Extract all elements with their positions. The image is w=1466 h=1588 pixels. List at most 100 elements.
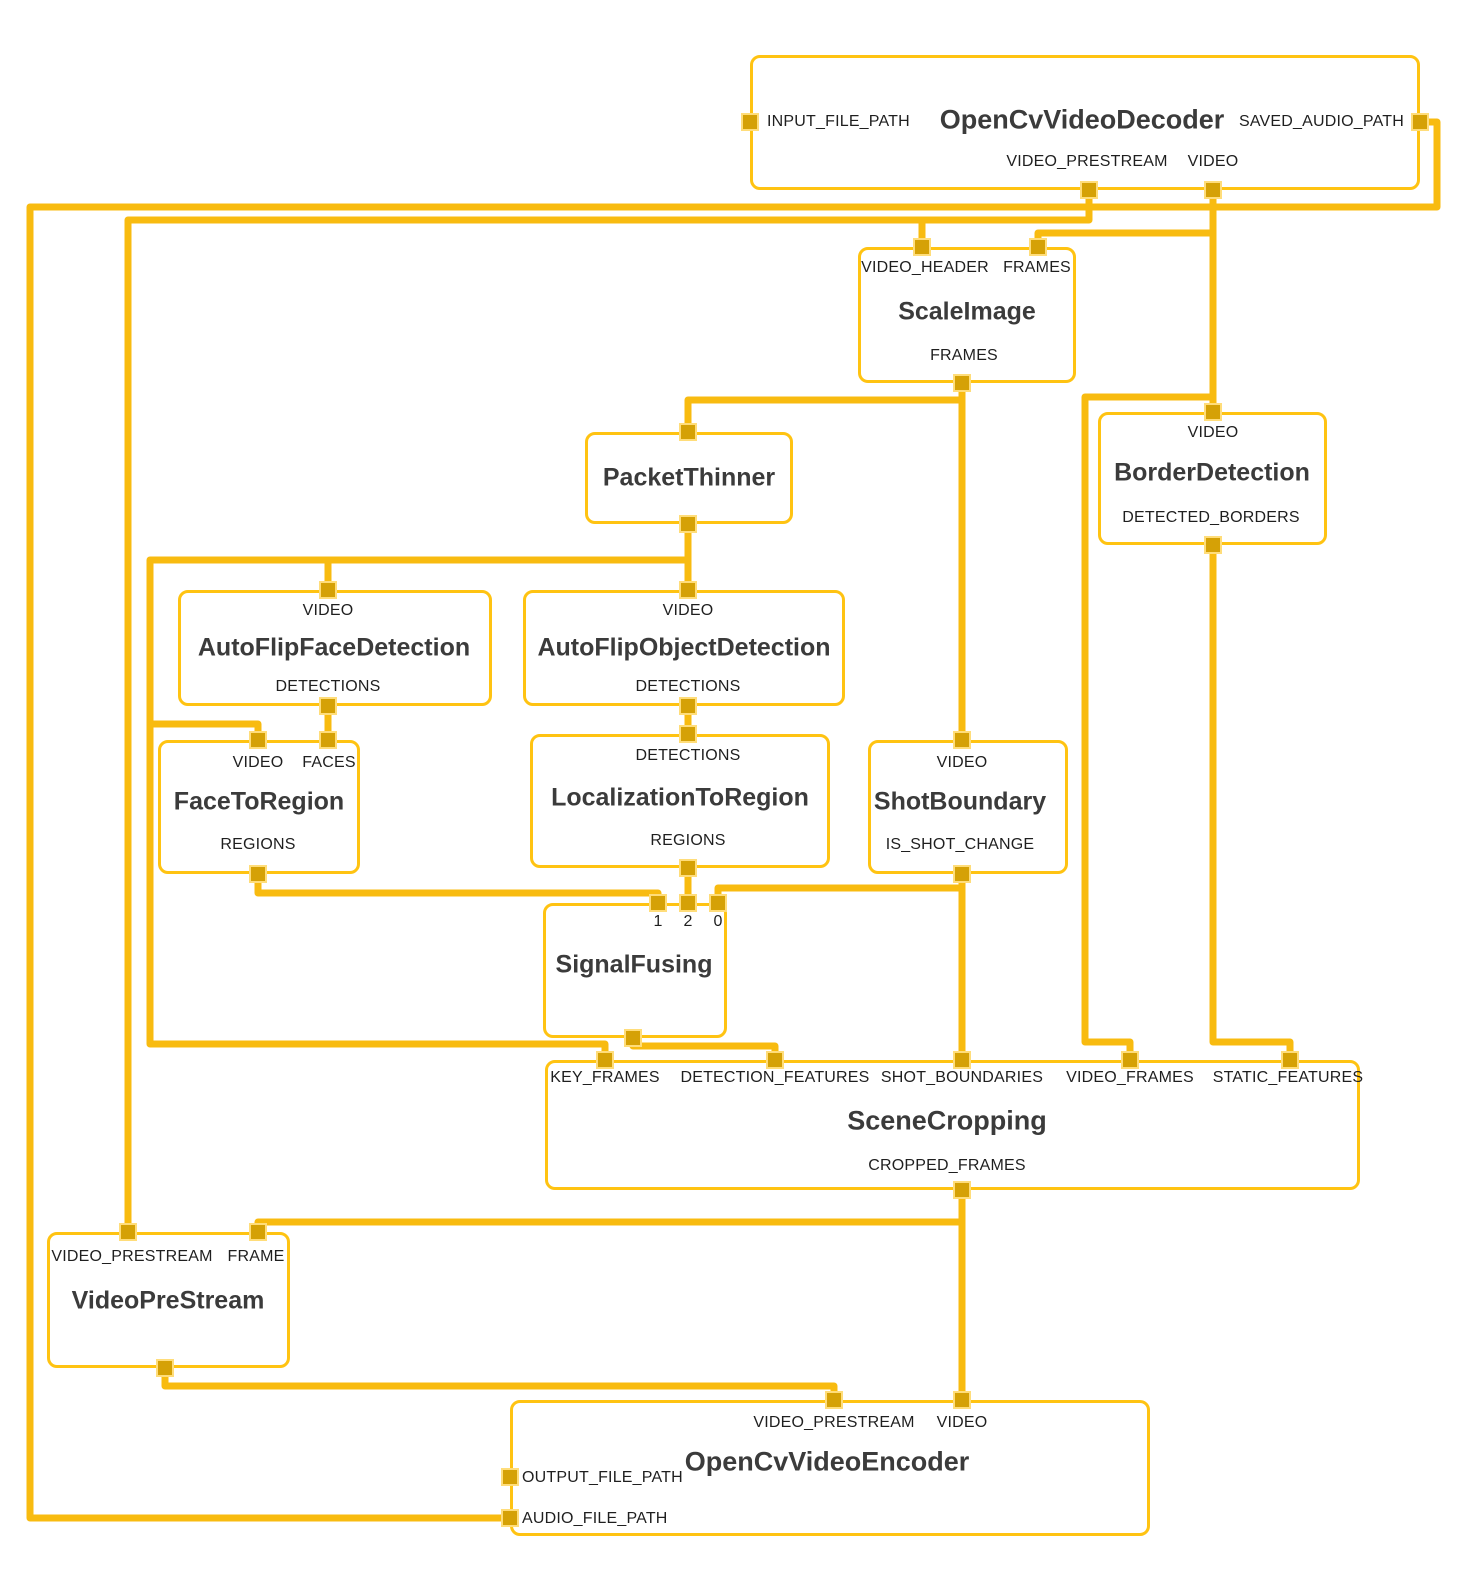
localization-to-region-title: LocalizationToRegion (551, 783, 809, 812)
edge-shot-change-to-fusing (714, 884, 962, 903)
port-object-detection-detections[interactable] (679, 697, 697, 715)
object-detection-title: AutoFlipObjectDetection (537, 633, 831, 662)
port-scale-image-frames-in[interactable] (1029, 238, 1047, 256)
port-decoder-input-file-path[interactable] (741, 113, 759, 131)
port-scene-cropping-static-features[interactable] (1281, 1051, 1299, 1069)
edge-face-regions (254, 874, 662, 903)
video-pre-stream-frame-label: FRAME (227, 1248, 285, 1265)
decoder-video-label: VIDEO (1187, 153, 1239, 170)
edge-frames-to-packet-thinner (684, 396, 962, 432)
signal-fusing-title: SignalFusing (555, 950, 713, 979)
shot-boundary-title: ShotBoundary (873, 787, 1047, 816)
node-packet-thinner[interactable] (585, 432, 793, 524)
scene-cropping-detection-features-label: DETECTION_FEATURES (680, 1069, 870, 1086)
face-detection-detections-label: DETECTIONS (275, 678, 381, 695)
signal-fusing-0-label: 0 (713, 913, 723, 930)
node-scene-cropping[interactable] (545, 1060, 1360, 1190)
border-detection-title: BorderDetection (1114, 458, 1310, 487)
object-detection-detections-label: DETECTIONS (635, 678, 741, 695)
localization-to-region-regions-label: REGIONS (650, 832, 726, 849)
port-scene-cropping-detection-features[interactable] (766, 1051, 784, 1069)
port-decoder-video-prestream[interactable] (1080, 181, 1098, 199)
port-face-to-region-regions[interactable] (249, 865, 267, 883)
edge-video-raw-to-video-frames (1081, 393, 1213, 1060)
port-shot-boundary-video[interactable] (953, 731, 971, 749)
face-detection-title: AutoFlipFaceDetection (197, 633, 471, 662)
scene-cropping-title: SceneCropping (847, 1105, 1047, 1136)
face-to-region-title: FaceToRegion (173, 787, 345, 816)
node-scale-image[interactable] (858, 247, 1076, 383)
edge-saved-audio-path (26, 118, 1441, 1522)
port-scale-image-frames-out[interactable] (953, 374, 971, 392)
face-to-region-regions-label: REGIONS (220, 836, 296, 853)
video-pre-stream-video-prestream-label: VIDEO_PRESTREAM (51, 1248, 213, 1265)
port-signal-fusing-1[interactable] (649, 894, 667, 912)
port-face-to-region-video[interactable] (249, 731, 267, 749)
encoder-title: OpenCvVideoEncoder (684, 1446, 970, 1477)
port-packet-thinner-in[interactable] (679, 423, 697, 441)
edge-salient-regions (629, 1038, 779, 1060)
port-border-detection-video[interactable] (1204, 403, 1222, 421)
decoder-title: OpenCvVideoDecoder (939, 104, 1225, 135)
port-face-to-region-faces[interactable] (319, 731, 337, 749)
node-shot-boundary[interactable] (868, 740, 1068, 874)
port-face-detection-video[interactable] (319, 581, 337, 599)
scene-cropping-shot-boundaries-label: SHOT_BOUNDARIES (880, 1069, 1044, 1086)
port-video-pre-stream-frame[interactable] (249, 1223, 267, 1241)
border-detection-video-label: VIDEO (1187, 424, 1239, 441)
port-signal-fusing-2[interactable] (679, 894, 697, 912)
edge-video-prestream (124, 190, 1093, 1232)
node-localization-to-region[interactable] (530, 734, 830, 868)
port-signal-fusing-out[interactable] (624, 1029, 642, 1047)
video-pre-stream-title: VideoPreStream (71, 1286, 265, 1315)
border-detection-detected-borders-label: DETECTED_BORDERS (1122, 509, 1300, 526)
scale-image-video-header-label: VIDEO_HEADER (861, 259, 989, 276)
port-encoder-video[interactable] (953, 1391, 971, 1409)
decoder-saved-audio-path-label: SAVED_AUDIO_PATH (1238, 113, 1404, 130)
scale-image-frames-in-label: FRAMES (1003, 259, 1071, 276)
port-signal-fusing-0[interactable] (709, 894, 727, 912)
port-encoder-audio-file-path[interactable] (501, 1509, 519, 1527)
scene-cropping-video-frames-label: VIDEO_FRAMES (1066, 1069, 1194, 1086)
signal-fusing-1-label: 1 (653, 913, 663, 930)
face-to-region-faces-label: FACES (302, 754, 356, 771)
encoder-audio-file-path-label: AUDIO_FILE_PATH (522, 1510, 668, 1527)
shot-boundary-is-shot-change-label: IS_SHOT_CHANGE (885, 836, 1035, 853)
decoder-input-file-path-label: INPUT_FILE_PATH (767, 113, 910, 130)
decoder-video-prestream-label: VIDEO_PRESTREAM (1006, 153, 1168, 170)
port-encoder-video-prestream[interactable] (825, 1391, 843, 1409)
edge-downsampled-to-face-to-region (150, 720, 262, 740)
encoder-video-label: VIDEO (936, 1414, 988, 1431)
port-scale-image-video-header[interactable] (913, 238, 931, 256)
signal-fusing-2-label: 2 (683, 913, 693, 930)
face-to-region-video-label: VIDEO (232, 754, 284, 771)
port-localization-to-region-detections[interactable] (679, 725, 697, 743)
port-packet-thinner-out[interactable] (679, 515, 697, 533)
scene-cropping-cropped-frames-label: CROPPED_FRAMES (868, 1157, 1026, 1174)
edge-video-raw-to-frames (1034, 229, 1213, 247)
port-decoder-video[interactable] (1204, 181, 1222, 199)
port-scene-cropping-cropped-frames[interactable] (953, 1181, 971, 1199)
port-encoder-output-file-path[interactable] (501, 1468, 519, 1486)
port-object-detection-video[interactable] (679, 581, 697, 599)
encoder-output-file-path-label: OUTPUT_FILE_PATH (522, 1469, 683, 1486)
localization-to-region-detections-label: DETECTIONS (635, 747, 741, 764)
edge-detected-borders (1209, 545, 1294, 1060)
port-scene-cropping-shot-boundaries[interactable] (953, 1051, 971, 1069)
port-border-detection-detected-borders[interactable] (1204, 536, 1222, 554)
port-video-pre-stream-out[interactable] (156, 1359, 174, 1377)
port-decoder-saved-audio-path[interactable] (1411, 113, 1429, 131)
port-face-detection-detections[interactable] (319, 697, 337, 715)
port-shot-boundary-is-shot-change[interactable] (953, 865, 971, 883)
shot-boundary-video-label: VIDEO (936, 754, 988, 771)
packet-thinner-title: PacketThinner (602, 463, 776, 492)
port-scene-cropping-video-frames[interactable] (1121, 1051, 1139, 1069)
scene-cropping-static-features-label: STATIC_FEATURES (1212, 1069, 1364, 1086)
port-localization-to-region-regions[interactable] (679, 859, 697, 877)
scale-image-title: ScaleImage (898, 297, 1036, 326)
port-video-pre-stream-video-prestream[interactable] (119, 1223, 137, 1241)
edge-cropped-frames-to-prestream (254, 1218, 962, 1232)
port-scene-cropping-key-frames[interactable] (596, 1051, 614, 1069)
encoder-video-prestream-label: VIDEO_PRESTREAM (753, 1414, 915, 1431)
